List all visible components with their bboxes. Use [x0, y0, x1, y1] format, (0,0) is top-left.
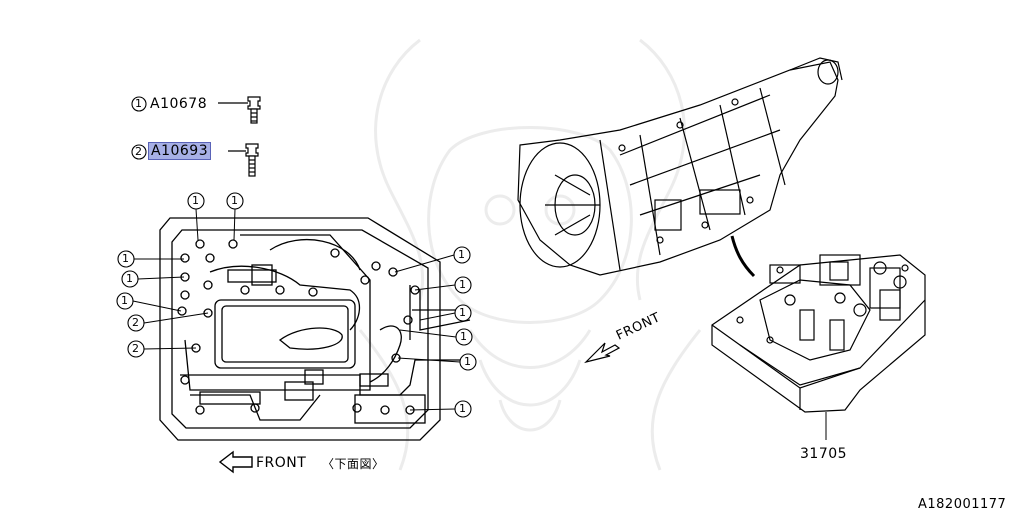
- front-arrow-bottom-icon: [218, 450, 253, 474]
- callout-2[interactable]: 2: [132, 342, 140, 355]
- bolt-1-index: 1: [135, 97, 143, 110]
- part-number-31705[interactable]: 31705: [800, 446, 848, 462]
- callout-1[interactable]: 1: [458, 248, 466, 261]
- callout-1[interactable]: 1: [122, 252, 130, 265]
- leader-lines: [132, 208, 461, 411]
- callout-1[interactable]: 1: [126, 272, 134, 285]
- bolt-2-code-highlighted[interactable]: A10693: [148, 142, 212, 160]
- valve-body-bottom-view: [159, 217, 471, 441]
- image-code: A182001177: [918, 497, 1007, 512]
- callout-1[interactable]: 1: [121, 294, 129, 307]
- callout-1[interactable]: 1: [460, 330, 468, 343]
- callout-1[interactable]: 1: [464, 355, 472, 368]
- callout-2[interactable]: 2: [132, 316, 140, 329]
- front-arrow-iso-icon: [584, 342, 621, 364]
- callout-1[interactable]: 1: [231, 194, 239, 207]
- bottom-view-label: 〈下面図〉: [322, 457, 385, 471]
- callout-1[interactable]: 1: [192, 194, 200, 207]
- bolt-a10678-icon: [218, 96, 261, 124]
- watermark-emblem: [358, 38, 702, 471]
- bolt-a10693-icon: [228, 143, 259, 177]
- callout-1[interactable]: 1: [459, 278, 467, 291]
- callout-circles: [116, 96, 477, 418]
- connector-arrow: [730, 235, 756, 278]
- callout-1[interactable]: 1: [459, 402, 467, 415]
- transmission-assembly: [517, 57, 843, 276]
- front-label-bottom: FRONT: [256, 455, 307, 471]
- bolt-1-code[interactable]: A10678: [150, 96, 208, 112]
- callout-1[interactable]: 1: [459, 306, 467, 319]
- bolt-2-index: 2: [135, 145, 143, 158]
- control-valve-body: [711, 254, 926, 413]
